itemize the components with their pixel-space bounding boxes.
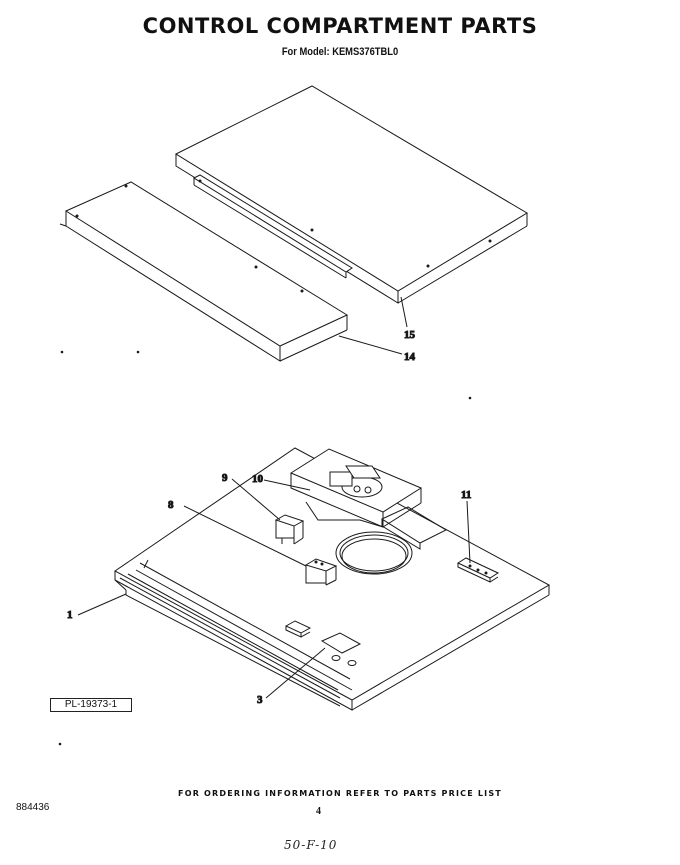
- callout-8: 8: [168, 499, 174, 511]
- handwritten-note: 50-F-10: [284, 838, 338, 852]
- control-panel-base: [114, 447, 551, 711]
- front-trim-strip: [59, 181, 349, 362]
- parts-list-reference: PL-19373-1: [50, 698, 132, 712]
- document-number: 884436: [16, 802, 50, 813]
- callout-1: 1: [67, 609, 73, 621]
- callout-leaders: [77, 296, 471, 699]
- callout-10: 10: [252, 473, 264, 485]
- callout-14: 14: [404, 351, 416, 363]
- page-number: 4: [316, 806, 321, 817]
- vent-cutout: [380, 506, 448, 550]
- small-bracket: [284, 620, 312, 638]
- ordering-note: FOR ORDERING INFORMATION REFER TO PARTS …: [178, 789, 502, 798]
- callout-11: 11: [461, 489, 471, 501]
- top-cover-panel: [174, 85, 528, 304]
- callout-3: 3: [257, 694, 263, 706]
- model-subtitle: For Model: KEMS376TBL0: [281, 46, 399, 58]
- switch-block: [304, 558, 338, 586]
- round-opening: [335, 531, 413, 575]
- relay-component: [274, 514, 305, 545]
- terminal-strip: [456, 557, 500, 583]
- callout-9: 9: [222, 472, 228, 484]
- page-title: CONTROL COMPARTMENT PARTS: [142, 14, 538, 38]
- callout-15: 15: [404, 329, 416, 341]
- label-plate: [320, 632, 362, 666]
